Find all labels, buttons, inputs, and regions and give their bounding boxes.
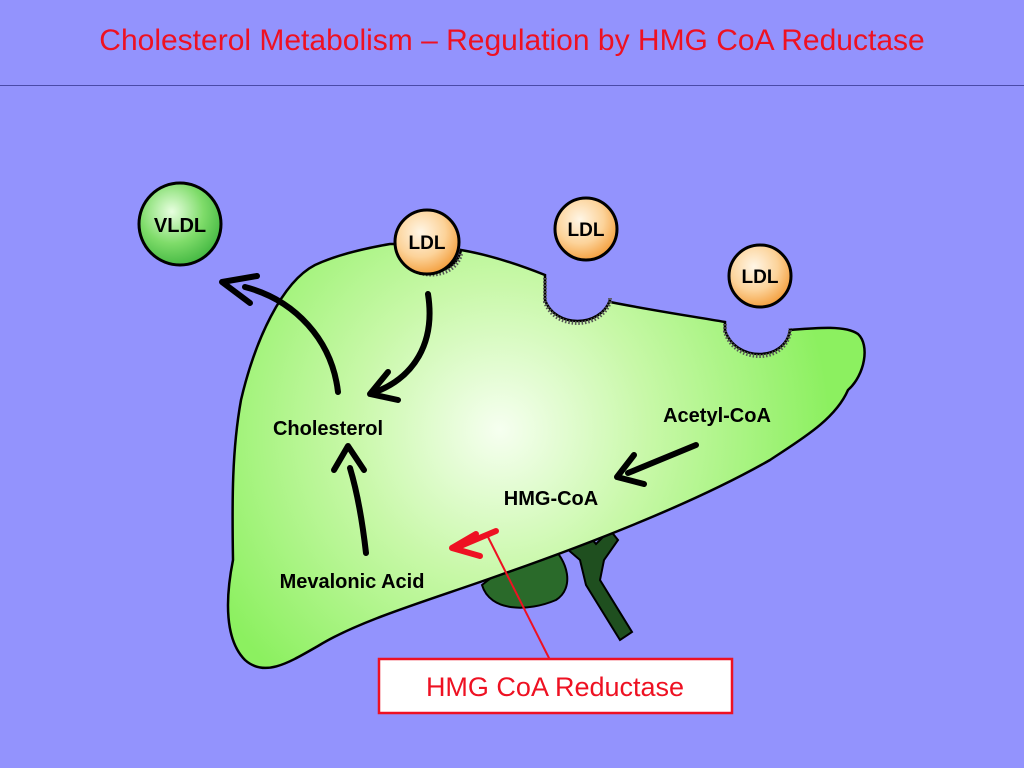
acetyl-coa-label: Acetyl-CoA xyxy=(663,405,771,427)
arrowhead-cholesterol-ldl xyxy=(367,369,401,403)
enzyme-label: HMG CoA Reductase xyxy=(426,672,684,702)
vldl-particle: VLDL xyxy=(137,181,223,267)
ldl-particle-bound: LDL xyxy=(393,208,461,276)
mevalonic-acid-label: Mevalonic Acid xyxy=(280,571,425,593)
enzyme-label-box: HMG CoA Reductase xyxy=(377,657,734,715)
enzyme-pointer-line xyxy=(486,534,551,661)
ldl-particle-middle: LDL xyxy=(553,196,619,262)
hmg-coa-label: HMG-CoA xyxy=(504,488,598,510)
arrow-cholesterol-to-vldl xyxy=(242,284,341,395)
cholesterol-label: Cholesterol xyxy=(273,418,383,440)
ldl-label-bound: LDL xyxy=(409,233,446,254)
arrowhead-vldl xyxy=(219,273,260,306)
enzyme-reaction-arrow xyxy=(449,528,499,559)
title-divider xyxy=(0,85,1024,86)
arrow-mevalonic-to-cholesterol xyxy=(347,465,369,556)
arrowhead-hmg xyxy=(614,452,647,487)
ldl-particle-right: LDL xyxy=(727,243,793,309)
arrow-acetyl-to-hmg xyxy=(625,442,699,476)
arrowhead-cholesterol-mevalonic xyxy=(331,443,367,473)
ldl-label-right: LDL xyxy=(742,267,779,288)
arrow-ldl-to-cholesterol xyxy=(375,291,433,394)
slide-title: Cholesterol Metabolism – Regulation by H… xyxy=(99,24,925,57)
ldl-label-middle: LDL xyxy=(568,220,605,241)
liver-shape xyxy=(226,242,866,670)
vldl-label: VLDL xyxy=(154,215,206,237)
